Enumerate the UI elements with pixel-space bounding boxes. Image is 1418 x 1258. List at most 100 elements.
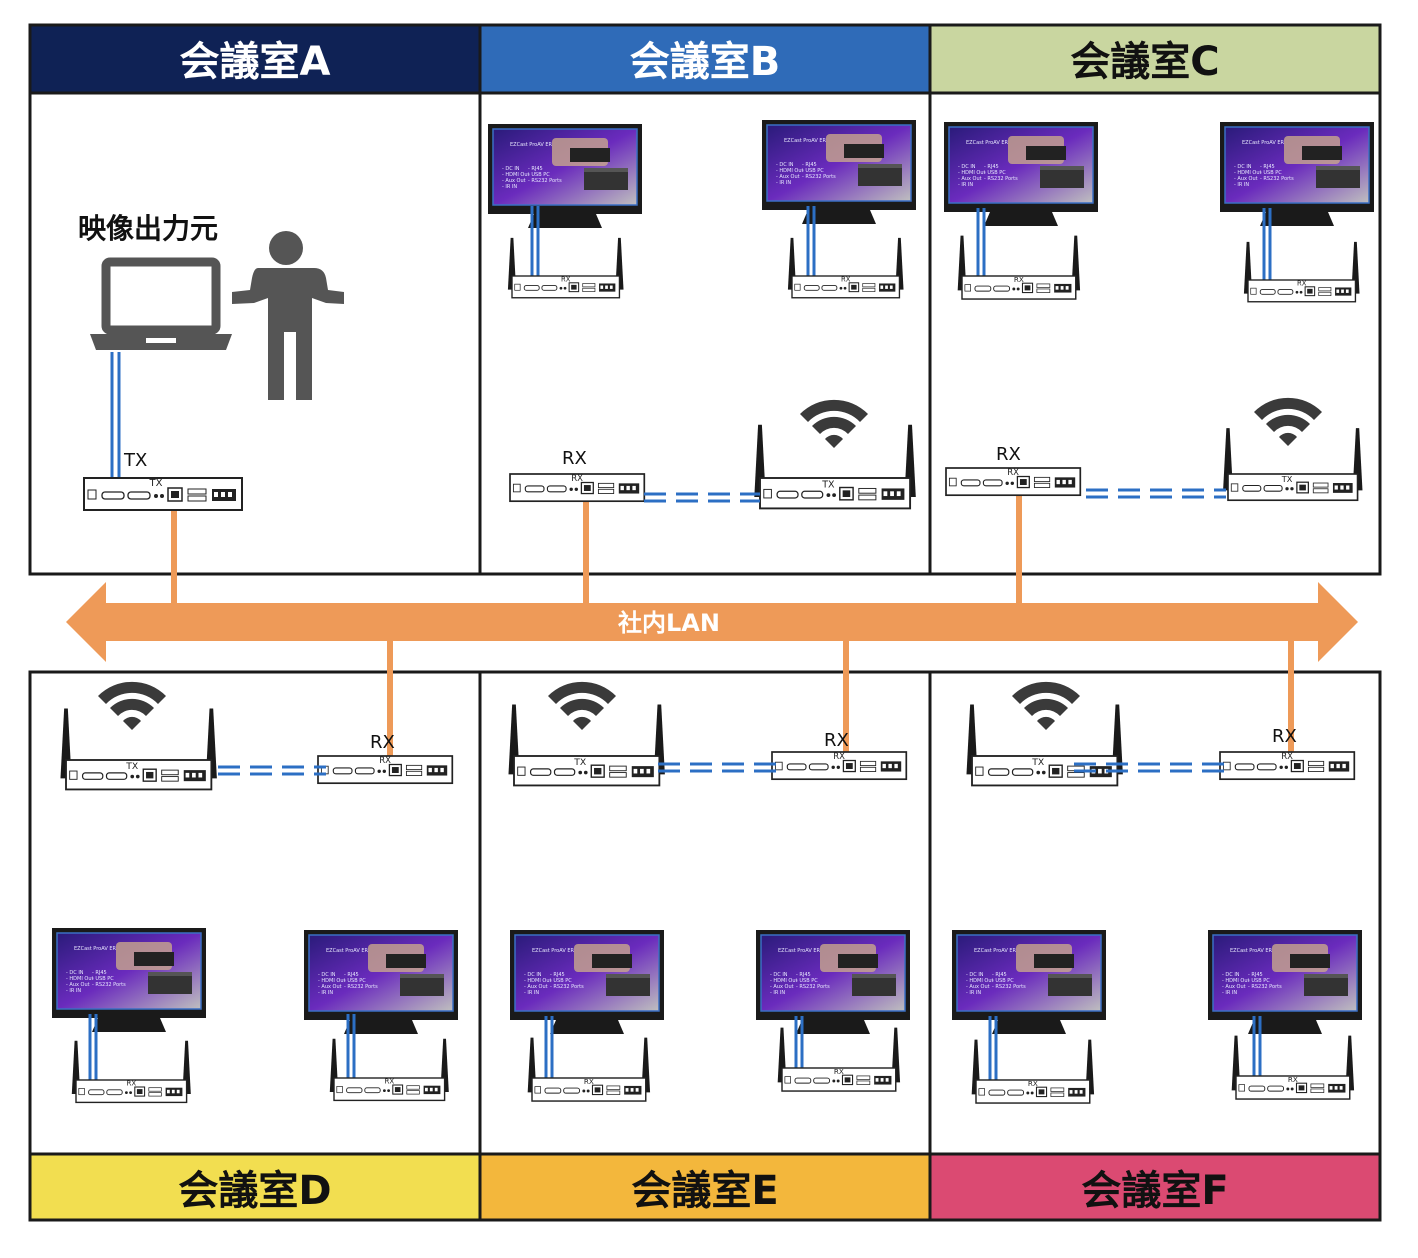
svg-text:RX: RX [584, 1077, 594, 1086]
screen-spec: - HDMI Out [318, 978, 345, 984]
screen-spec: - USB PC [344, 978, 366, 984]
screen-spec: - USB PC [984, 170, 1006, 176]
screen-spec: - DC IN [958, 164, 976, 170]
svg-text:RX: RX [1281, 752, 1293, 762]
lan-arrow [66, 582, 1358, 662]
svg-text:RX: RX [834, 1067, 844, 1076]
screen-spec: - RS232 Ports [92, 982, 126, 988]
lan-drop-c [1016, 486, 1022, 604]
lan-drop-b [583, 500, 589, 604]
wireless-link-f [1074, 762, 1232, 773]
room-d-contents: TX RX RX EZCast ProAV ER- DC IN- HDMI Ou… [51, 681, 459, 1104]
room-b-label: 会議室B [630, 39, 781, 85]
screen-title: EZCast ProAV ER [784, 138, 826, 144]
screen-spec: - RJ45 [92, 970, 107, 976]
room-a-header [30, 25, 480, 93]
rx-device-f: RX [1219, 751, 1356, 781]
room-c-frame [928, 23, 1382, 576]
screen-spec: - HDMI Out [66, 976, 93, 982]
screen-spec: - IR IN [958, 182, 973, 188]
screen-spec: - RJ45 [344, 972, 359, 978]
screen-title: EZCast ProAV ER [1230, 948, 1272, 954]
screen-spec: - DC IN [66, 970, 84, 976]
screen-spec: - USB PC [1248, 978, 1270, 984]
svg-text:RX: RX [1297, 279, 1307, 287]
rx-device-f1: RX [971, 1039, 1095, 1104]
room-c-label: 会議室C [1070, 39, 1219, 85]
monitor-e2: EZCast ProAV ER- DC IN- HDMI Out- Aux Ou… [755, 929, 911, 1035]
room-f-header [930, 1154, 1380, 1220]
screen-spec: - DC IN [318, 972, 336, 978]
room-f: 会議室F [928, 670, 1382, 1222]
laptop-icon [90, 257, 232, 350]
screen-spec: - IR IN [1234, 182, 1249, 188]
screen-spec: - Aux Out [66, 982, 90, 988]
room-d-label: 会議室D [178, 1168, 331, 1214]
screen-spec: - RJ45 [802, 162, 817, 168]
rx-label-c: RX [996, 444, 1021, 465]
svg-text:RX: RX [1028, 1079, 1038, 1088]
screen-spec: - HDMI Out [524, 978, 551, 984]
monitor-e1: EZCast ProAV ER- DC IN- HDMI Out- Aux Ou… [509, 929, 665, 1035]
screen-spec: - HDMI Out [958, 170, 985, 176]
screen-spec: - IR IN [524, 990, 539, 996]
svg-text:TX: TX [821, 480, 835, 491]
screen-spec: - HDMI Out [502, 172, 529, 178]
screen-spec: - DC IN [1234, 164, 1252, 170]
tx-device-b: TX [754, 424, 916, 510]
screen-spec: - USB PC [550, 978, 572, 984]
screen-title: EZCast ProAV ER [1242, 140, 1284, 146]
room-a-contents: 映像出力元 TX TX [78, 212, 344, 511]
room-c: 会議室C [928, 23, 1382, 576]
rx-device-d1: RX [71, 1040, 191, 1104]
screen-spec: - IR IN [66, 988, 81, 994]
svg-text:TX: TX [573, 757, 586, 768]
room-b: 会議室B [478, 23, 932, 576]
svg-text:RX: RX [561, 275, 571, 283]
wifi-icon-f [1012, 681, 1080, 730]
screen-spec: - RJ45 [796, 972, 811, 978]
screen-title: EZCast ProAV ER [966, 140, 1008, 146]
screen-spec: - RJ45 [550, 972, 565, 978]
room-f-contents: TX RX RX EZCast ProAV ER- DC IN- HDMI Ou… [951, 681, 1363, 1104]
wireless-link-c [1086, 488, 1226, 499]
screen-title: EZCast ProAV ER [974, 948, 1016, 954]
rx-label-e: RX [824, 730, 849, 751]
screen-spec: - USB PC [802, 168, 824, 174]
rx-device-c1: RX [957, 235, 1081, 300]
screen-spec: - Aux Out [776, 174, 800, 180]
rx-device-d2: RX [329, 1038, 449, 1102]
monitor-c1: EZCast ProAV ER- DC IN- HDMI Out- Aux Ou… [943, 121, 1099, 227]
screen-title: EZCast ProAV ER [778, 948, 820, 954]
screen-spec: - Aux Out [770, 984, 794, 990]
tx-device-e: TX [508, 704, 665, 787]
screen-spec: - DC IN [770, 972, 788, 978]
svg-text:TX: TX [125, 761, 138, 772]
monitor-f2: EZCast ProAV ER- DC IN- HDMI Out- Aux Ou… [1207, 929, 1363, 1035]
svg-text:TX: TX [1281, 474, 1293, 484]
svg-text:RX: RX [1288, 1075, 1298, 1084]
monitor-b1: EZCast ProAV ER- DC IN- HDMI Out- Aux Ou… [487, 123, 643, 229]
lan-backbone: 社内LAN [66, 486, 1358, 764]
screen-title: EZCast ProAV ER [326, 948, 368, 954]
screen-spec: - RS232 Ports [550, 984, 584, 990]
room-b-header [480, 25, 930, 93]
screen-spec: - RS232 Ports [992, 984, 1026, 990]
rx-device-e2: RX [777, 1027, 901, 1092]
lan-drop-e [843, 640, 849, 764]
screen-spec: - RS232 Ports [344, 984, 378, 990]
svg-text:RX: RX [1007, 468, 1019, 478]
screen-spec: - RS232 Ports [796, 984, 830, 990]
room-e-header [480, 1154, 930, 1220]
screen-spec: - DC IN [524, 972, 542, 978]
screen-spec: - DC IN [502, 166, 520, 172]
screen-spec: - RJ45 [1260, 164, 1275, 170]
monitor-d2: EZCast ProAV ER- DC IN- HDMI Out- Aux Ou… [303, 929, 459, 1035]
screen-spec: - Aux Out [502, 178, 526, 184]
svg-text:RX: RX [126, 1080, 136, 1088]
monitor-c2: EZCast ProAV ER- DC IN- HDMI Out- Aux Ou… [1219, 121, 1375, 227]
screen-spec: - RS232 Ports [984, 176, 1018, 182]
screen-title: EZCast ProAV ER [74, 946, 116, 952]
rx-device-c3: RX [945, 467, 1082, 497]
screen-spec: - RJ45 [528, 166, 543, 172]
